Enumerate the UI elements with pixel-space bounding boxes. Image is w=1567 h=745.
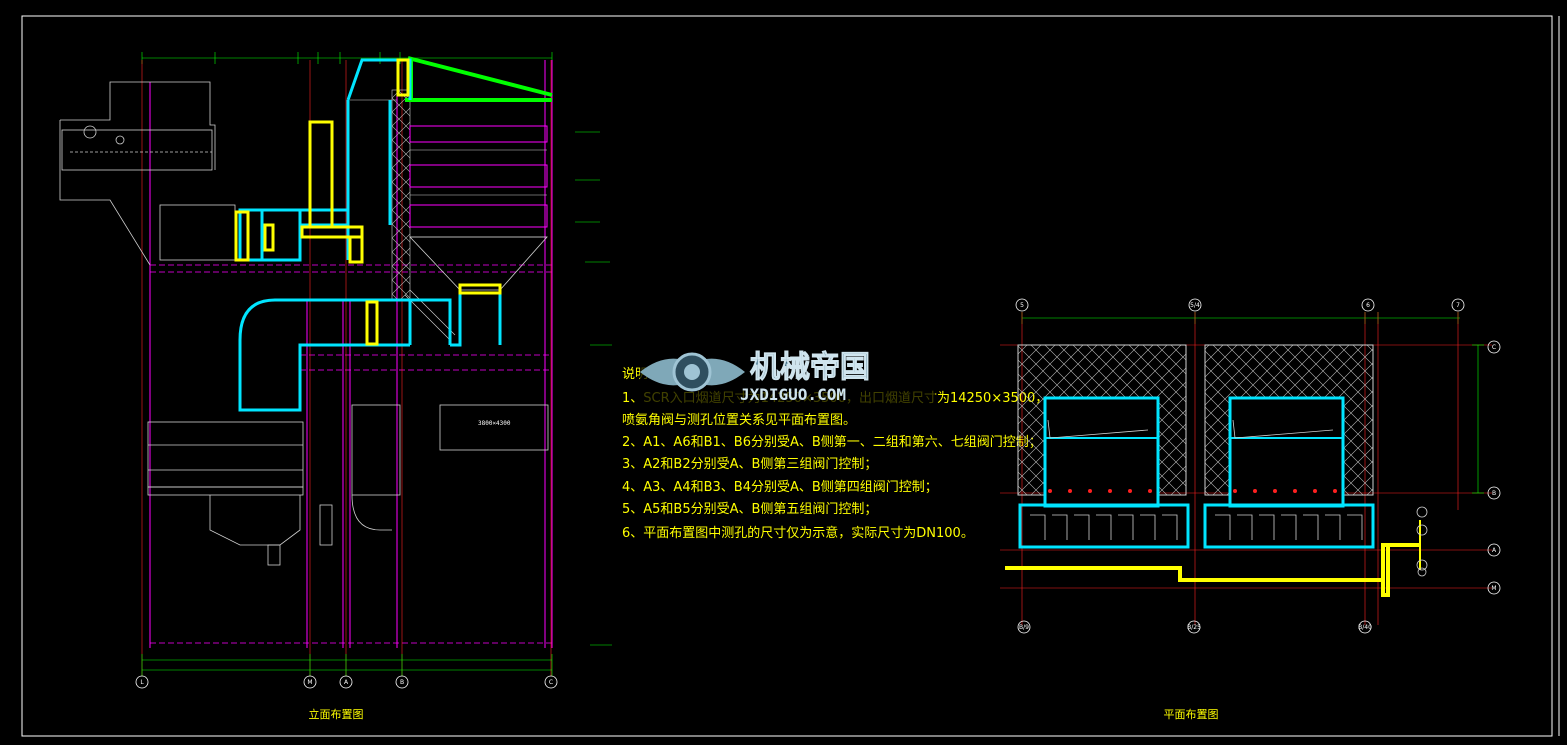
plan-axis-B40: B/40 bbox=[1358, 624, 1372, 631]
elevation-view: 3800×4300 L M A B C 立面布置图 bbox=[59, 52, 612, 721]
axis-label-M: M bbox=[307, 679, 312, 686]
elevation-magenta-floors bbox=[150, 264, 552, 644]
axis-label-L: L bbox=[140, 679, 144, 686]
notes-line-6: 5、A5和B5分别受A、B侧第五组阀门控制； bbox=[622, 502, 877, 517]
air-preheater bbox=[147, 421, 304, 566]
drawing-frame bbox=[21, 15, 1553, 737]
reactor-hopper bbox=[409, 236, 548, 291]
plan-top-axis-bubbles: 5 5/4 6 7 bbox=[1015, 298, 1465, 312]
plan-axis-C: C bbox=[1492, 344, 1496, 351]
plan-view: 5 5/4 6 7 C B A M B/9 B/25 B/40 平面布置图 bbox=[1000, 298, 1501, 721]
ammonia-supply-pipe bbox=[1005, 520, 1421, 597]
duct-yellow-sections bbox=[234, 58, 502, 346]
plan-bottom-axis-bubbles: B/9 B/25 B/40 bbox=[1017, 620, 1372, 634]
scr-catalyst-layers bbox=[409, 125, 548, 238]
axis-label-B: B bbox=[400, 679, 404, 686]
plan-axis-5: 5 bbox=[1020, 302, 1024, 309]
notes-line-4: 3、A2和B2分别受A、B侧第三组阀门控制； bbox=[622, 457, 877, 472]
nozzle-markers bbox=[1048, 489, 1337, 493]
reactor-roof-steel bbox=[405, 56, 553, 102]
plan-top-dimensions bbox=[1021, 312, 1460, 324]
rect-duct-box-label: 3800×4300 bbox=[478, 420, 511, 427]
boiler-outline bbox=[59, 81, 236, 266]
ammonia-nozzles bbox=[1030, 514, 1363, 540]
plan-axis-5-4: 5/4 bbox=[1190, 302, 1200, 309]
plan-right-dimensions bbox=[1472, 344, 1484, 494]
plan-right-axis-bubbles: C B A M bbox=[1487, 340, 1501, 595]
plan-axis-6: 6 bbox=[1366, 302, 1370, 309]
ammonia-grid-right bbox=[1203, 503, 1375, 549]
elevation-bottom-dimensions bbox=[141, 654, 553, 676]
valve-symbols bbox=[1416, 506, 1428, 577]
design-notes: 说明 1、SCR入口烟道尺寸为14250×3500，出口烟道尺寸为14250×3… bbox=[622, 367, 1048, 541]
gear-wing-icon bbox=[640, 352, 745, 392]
plan-axis-B: B bbox=[1492, 490, 1496, 497]
plan-axis-B25: B/25 bbox=[1187, 624, 1201, 631]
ammonia-grid-left bbox=[1018, 503, 1190, 549]
elevation-view-caption: 立面布置图 bbox=[309, 707, 364, 721]
notes-line-5: 4、A3、A4和B3、B4分别受A、B侧第四组阀门控制； bbox=[622, 480, 938, 495]
plan-axis-M: M bbox=[1491, 585, 1496, 592]
watermark-subtitle: JXDIGUO.COM bbox=[740, 385, 846, 404]
plan-axis-A: A bbox=[1492, 547, 1497, 554]
elevation-top-dimensions bbox=[141, 52, 553, 64]
plan-axis-B9: B/9 bbox=[1019, 624, 1029, 631]
reactor-plan-right bbox=[1204, 344, 1374, 508]
elevation-magenta-columns bbox=[149, 60, 553, 648]
watermark-logo: 机械帝国 JXDIGUO.COM bbox=[640, 345, 935, 405]
flue-duct-cyan bbox=[238, 58, 502, 412]
outlet-duct-grey bbox=[319, 404, 549, 546]
axis-label-C: C bbox=[549, 679, 553, 686]
rect-duct-box bbox=[439, 404, 549, 451]
reactor-plan-left bbox=[1017, 344, 1187, 508]
notes-line-2: 喷氨角阀与测孔位置关系见平面布置图。 bbox=[622, 413, 856, 428]
plan-axis-7: 7 bbox=[1456, 302, 1460, 309]
elevation-axis-bubbles: L M A B C bbox=[135, 675, 558, 689]
axis-label-A: A bbox=[344, 679, 349, 686]
notes-line-7: 6、平面布置图中测孔的尺寸仅为示意，实际尺寸为DN100。 bbox=[622, 525, 974, 541]
elevation-level-markers bbox=[575, 131, 612, 646]
notes-line-3: 2、A1、A6和B1、B6分别受A、B侧第一、二组和第六、七组阀门控制； bbox=[622, 435, 1042, 450]
watermark-title: 机械帝国 bbox=[750, 350, 870, 385]
plan-view-caption: 平面布置图 bbox=[1164, 708, 1219, 721]
